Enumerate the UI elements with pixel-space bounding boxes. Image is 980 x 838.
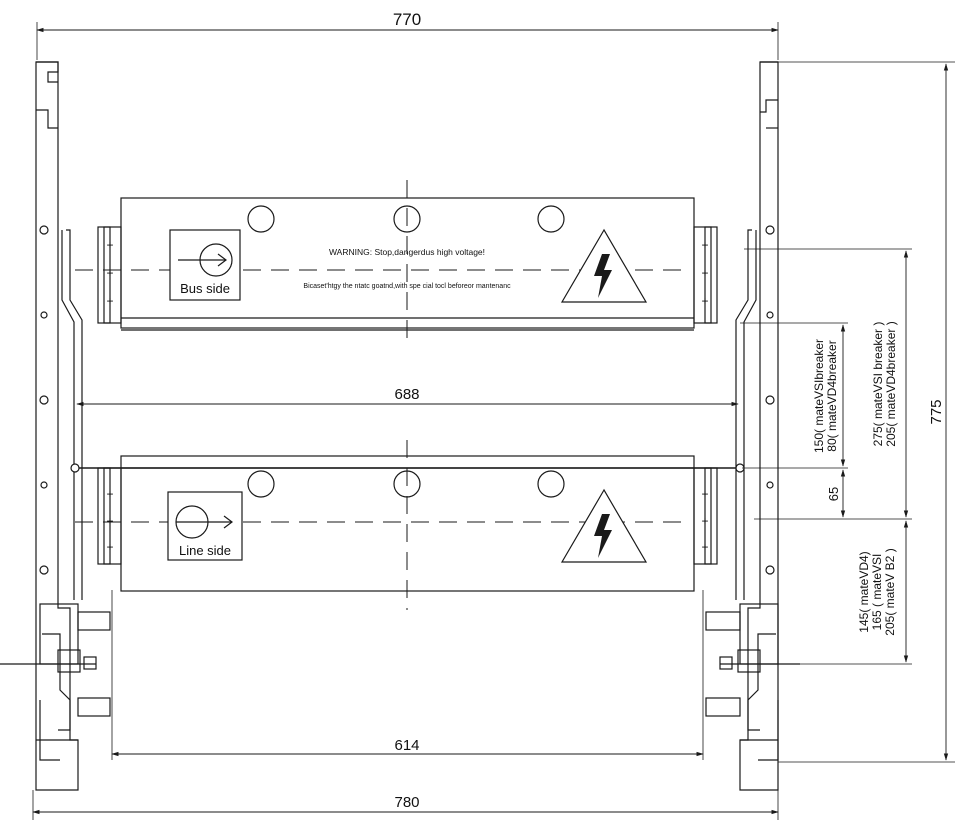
svg-text:+: + xyxy=(106,540,113,554)
annotation-205-b2: 205( mateV B2 ) xyxy=(883,548,897,635)
dimension-775: 775 xyxy=(778,61,955,763)
dimension-614: 614 xyxy=(111,590,704,760)
dim-780-label: 780 xyxy=(394,794,419,811)
line-side-box xyxy=(167,491,243,561)
lower-panel: + + + + + + Line side xyxy=(70,440,745,610)
warning-text: WARNING: Stop,dangerdus high voltage! xyxy=(329,247,485,257)
rail-hole xyxy=(40,311,48,319)
svg-text:+: + xyxy=(106,514,113,528)
bus-side-label: Bus side xyxy=(180,281,230,296)
dimension-780: 780 xyxy=(32,790,779,820)
svg-text:+: + xyxy=(701,514,708,528)
annotation-145: 145( mateVD4) xyxy=(857,551,871,632)
rail-hole xyxy=(39,565,49,575)
panel-hole xyxy=(537,470,565,498)
right-mechanism xyxy=(705,603,800,761)
svg-text:+: + xyxy=(106,238,113,252)
dim-65-label: 65 xyxy=(826,487,841,501)
rail-hole xyxy=(39,225,49,235)
right-dimensions: 150( mateVSIbreaker 80( mateVD4breaker 6… xyxy=(740,248,912,665)
rail-hole xyxy=(765,225,775,235)
rail-hole xyxy=(765,565,775,575)
dim-688-label: 688 xyxy=(394,386,419,403)
annotation-165: 165 ( mateVSI xyxy=(870,554,884,631)
annotation-150: 150( mateVSIbreaker xyxy=(812,339,826,453)
svg-text:+: + xyxy=(701,540,708,554)
left-mechanism xyxy=(0,603,111,761)
dim-775-label: 775 xyxy=(928,399,945,424)
bus-side-box xyxy=(169,229,241,301)
notice-text: Bicaset'htgy the ntatc goatnd,with spe c… xyxy=(303,283,511,290)
svg-text:+: + xyxy=(701,294,708,308)
rail-hole xyxy=(766,481,774,489)
line-side-label: Line side xyxy=(179,543,231,558)
right-rail xyxy=(735,61,779,791)
lightning-warning-icon xyxy=(560,228,648,303)
rail-hole xyxy=(765,395,775,405)
rail-hole xyxy=(39,395,49,405)
svg-text:+: + xyxy=(701,238,708,252)
annotation-205: 205( mateVD4breaker ) xyxy=(884,321,898,446)
panel-hole xyxy=(393,205,421,233)
svg-text:+: + xyxy=(106,266,113,280)
dim-614-label: 614 xyxy=(394,737,419,754)
svg-text:+: + xyxy=(701,266,708,280)
svg-text:+: + xyxy=(106,294,113,308)
left-rail xyxy=(35,61,83,791)
dimension-688: 688 xyxy=(76,386,739,407)
dim-770-label: 770 xyxy=(393,10,421,29)
lightning-warning-icon xyxy=(560,488,648,563)
upper-panel: + + + + + + Bus side WARNING: Stop,dange… xyxy=(75,180,718,345)
rail-hole xyxy=(40,481,48,489)
annotation-275: 275( mateVSI breaker ) xyxy=(871,322,885,447)
panel-hole xyxy=(247,205,275,233)
panel-hole xyxy=(247,470,275,498)
svg-text:+: + xyxy=(106,487,113,501)
panel-hole xyxy=(537,205,565,233)
svg-text:+: + xyxy=(701,487,708,501)
dimension-top-770: 770 xyxy=(36,10,779,60)
rail-hole xyxy=(766,311,774,319)
annotation-80: 80( mateVD4breaker xyxy=(825,340,839,451)
